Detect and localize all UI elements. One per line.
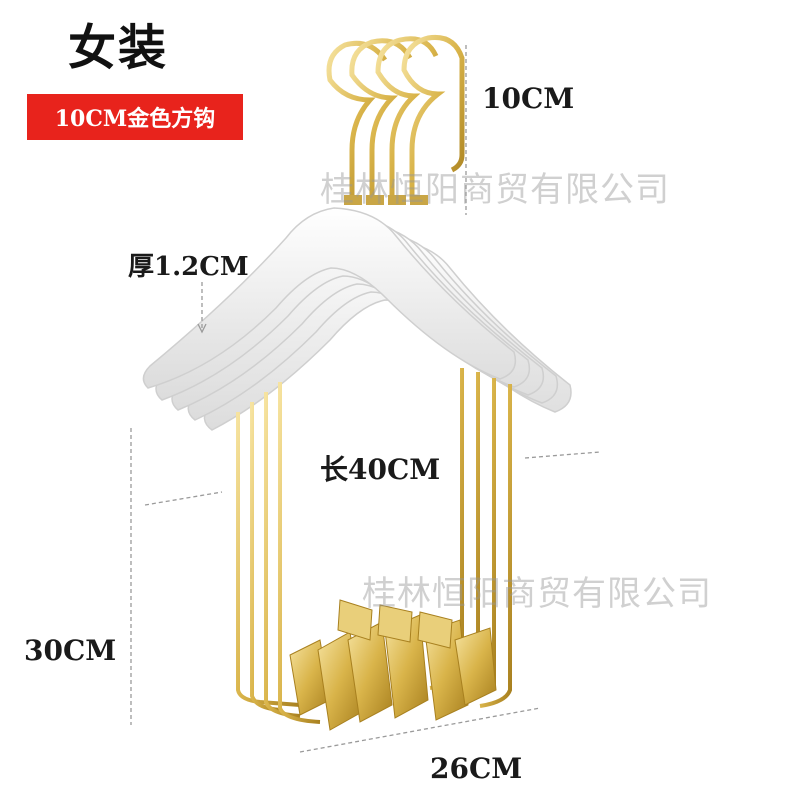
gold-clips bbox=[289, 599, 497, 731]
hook-badge-label: 10CM金色方钩 bbox=[54, 106, 216, 132]
watermark: 桂林恒阳商贸有限公司 bbox=[362, 574, 712, 614]
page-title: 女装 bbox=[68, 20, 169, 76]
bar-width-label: 26CM bbox=[430, 752, 523, 785]
white-hanger-stack bbox=[142, 195, 572, 431]
thickness-label: 厚1.2CM bbox=[128, 252, 249, 282]
hook-height-label: 10CM bbox=[482, 82, 575, 115]
gold-hooks bbox=[326, 34, 465, 200]
hook-badge: 10CM金色方钩 bbox=[27, 94, 243, 140]
dimension-lines bbox=[130, 45, 601, 753]
drop-height-label: 30CM bbox=[24, 634, 117, 667]
length-label: 长40CM bbox=[320, 453, 441, 486]
watermark: 桂林恒阳商贸有限公司 bbox=[320, 170, 670, 210]
